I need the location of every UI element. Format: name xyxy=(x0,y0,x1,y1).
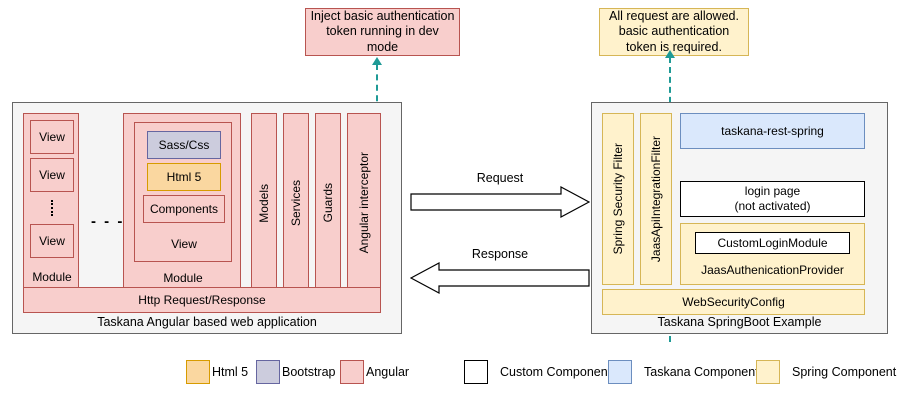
module-b-view-label-wrap: View xyxy=(135,231,233,257)
web-security-config: WebSecurityConfig xyxy=(602,289,865,315)
response-arrow xyxy=(410,262,590,294)
legend-swatch-spring-component xyxy=(756,360,780,384)
filter-spring-security: Spring Security Filter xyxy=(602,113,634,285)
filter-jaas-api-integration: JaasApiIntegrationFilter xyxy=(640,113,672,285)
column-models: Models xyxy=(251,113,277,293)
module-b-item-sass-css: Sass/Css xyxy=(147,131,221,159)
jaas-authentication-provider-label-wrap: JaasAuthenicationProvider xyxy=(681,258,864,282)
module-a-view-1: View xyxy=(30,120,74,154)
login-page-title: login page xyxy=(744,184,801,198)
legend-swatch-html5 xyxy=(186,360,210,384)
taskana-rest-spring: taskana-rest-spring xyxy=(680,113,865,149)
module-b-view-label: View xyxy=(171,236,197,251)
module-a-view-3: View xyxy=(30,224,74,258)
legend-item-taskana-component: Taskana Component xyxy=(608,360,759,384)
column-models-label: Models xyxy=(256,183,271,223)
springboot-example-panel: Spring Security Filter JaasApiIntegratio… xyxy=(591,102,888,334)
springboot-panel-caption: Taskana SpringBoot Example xyxy=(657,315,822,329)
angular-panel-caption: Taskana Angular based web application xyxy=(97,315,317,329)
filter-spring-security-label: Spring Security Filter xyxy=(610,143,625,255)
jaas-authentication-provider: CustomLoginModule JaasAuthenicationProvi… xyxy=(680,223,865,285)
module-a: View View View Module xyxy=(23,113,79,293)
legend-swatch-angular xyxy=(340,360,364,384)
module-b-view: Sass/Css Html 5 Components View xyxy=(134,122,232,262)
login-page: login page (not activated) xyxy=(680,181,865,217)
module-b-item-components-label: Components xyxy=(149,201,219,216)
custom-login-module-label: CustomLoginModule xyxy=(717,235,828,250)
legend-item-angular: Angular xyxy=(340,360,409,384)
jaas-authentication-provider-label: JaasAuthenicationProvider xyxy=(701,262,844,277)
column-services: Services xyxy=(283,113,309,293)
legend-item-bootstrap: Bootstrap xyxy=(256,360,336,384)
http-request-response-bar: Http Request/Response xyxy=(23,287,381,313)
custom-login-module: CustomLoginModule xyxy=(695,232,850,254)
legend-label-angular: Angular xyxy=(366,365,410,379)
column-angular-interceptor: Angular interceptor xyxy=(347,113,381,293)
http-request-response-label: Http Request/Response xyxy=(138,292,266,307)
legend-swatch-taskana-component xyxy=(608,360,632,384)
legend-swatch-bootstrap xyxy=(256,360,280,384)
legend-item-custom-component: Custom Component xyxy=(464,360,611,384)
legend-item-html5: Html 5 xyxy=(186,360,248,384)
module-b-item-html5: Html 5 xyxy=(147,163,221,191)
module-b-item-components: Components xyxy=(143,195,225,223)
web-security-config-label: WebSecurityConfig xyxy=(682,294,785,309)
note-angular-interceptor: Inject basic authentication token runnin… xyxy=(305,8,460,56)
connector-arrow-left xyxy=(372,57,382,65)
note-angular-interceptor-text: Inject basic authentication token runnin… xyxy=(310,8,455,54)
module-a-view-1-label: View xyxy=(39,129,65,144)
module-a-label: Module xyxy=(32,269,72,284)
module-b-label: Module xyxy=(163,270,203,285)
legend-label-taskana-component: Taskana Component xyxy=(644,365,759,379)
response-arrow-label: Response xyxy=(471,247,529,261)
legend-label-custom-component: Custom Component xyxy=(500,365,612,379)
taskana-rest-spring-label: taskana-rest-spring xyxy=(721,123,824,138)
request-arrow-label: Request xyxy=(476,171,524,185)
connector-arrow-right xyxy=(665,50,675,58)
legend-swatch-custom-component xyxy=(464,360,488,384)
column-guards-label: Guards xyxy=(320,183,335,223)
request-arrow xyxy=(410,186,590,218)
module-a-view-3-label: View xyxy=(39,233,65,248)
column-guards: Guards xyxy=(315,113,341,293)
filter-jaas-api-integration-label: JaasApiIntegrationFilter xyxy=(648,135,663,263)
legend-label-spring-component: Spring Component xyxy=(792,365,897,379)
login-page-subtitle: (not activated) xyxy=(734,199,811,213)
legend-label-html5: Html 5 xyxy=(212,365,249,379)
module-a-label-wrap: Module xyxy=(24,264,80,290)
module-b: Sass/Css Html 5 Components View Module xyxy=(123,113,241,293)
module-b-label-wrap: Module xyxy=(124,266,242,290)
note-spring-security: All request are allowed. basic authentic… xyxy=(599,8,749,56)
legend-item-spring-component: Spring Component xyxy=(756,360,896,384)
column-angular-interceptor-label: Angular interceptor xyxy=(356,152,371,254)
module-a-view-2: View xyxy=(30,158,74,192)
angular-application-panel: View View View Module - - - Sass/Css Htm… xyxy=(12,102,402,334)
module-b-item-html5-label: Html 5 xyxy=(166,169,202,184)
module-b-item-sass-css-label: Sass/Css xyxy=(158,137,210,152)
modules-ellipsis: - - - xyxy=(91,213,125,230)
note-spring-security-text: All request are allowed. basic authentic… xyxy=(609,8,739,54)
module-a-view-2-label: View xyxy=(39,167,65,182)
module-a-vertical-ellipsis xyxy=(51,200,53,216)
column-services-label: Services xyxy=(288,179,303,226)
legend-label-bootstrap: Bootstrap xyxy=(282,365,336,379)
connector-line-left xyxy=(376,64,378,122)
